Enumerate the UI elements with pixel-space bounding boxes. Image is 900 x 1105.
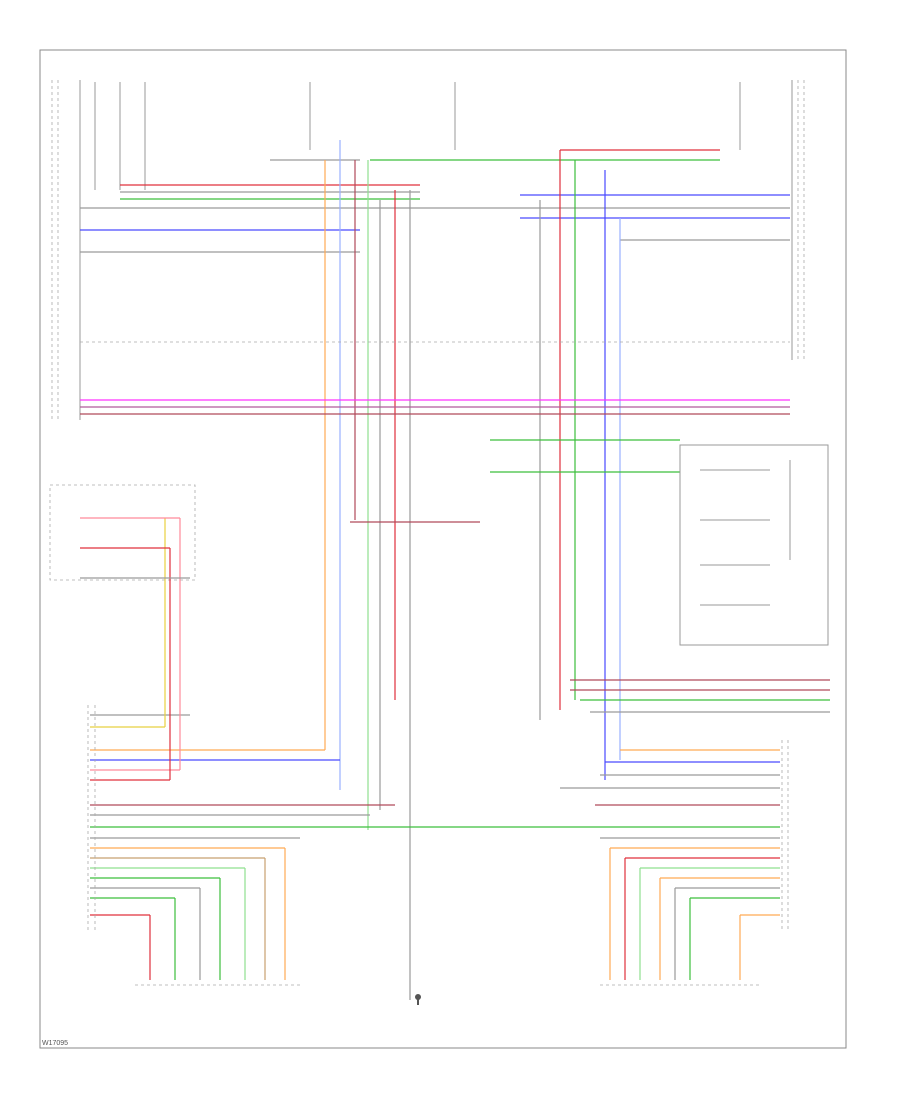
power-seat-switch-box xyxy=(679,444,829,646)
wire-group-top xyxy=(80,149,790,253)
diagram-frame xyxy=(39,49,847,1049)
wire-group-vertical xyxy=(324,140,621,1000)
wire-group-long xyxy=(80,341,830,713)
wire-group-right-ecu xyxy=(560,749,780,916)
left-mirror-wires xyxy=(149,848,286,980)
memory-switch-box xyxy=(49,484,196,780)
right-connector-column xyxy=(791,80,805,360)
top-fuse-groups xyxy=(94,82,741,190)
right-ecu-connector xyxy=(781,740,789,930)
footer-code: W17095 xyxy=(42,1040,68,1047)
ground-symbol xyxy=(415,994,421,1005)
wire-group-left-ecu xyxy=(90,714,780,916)
left-ecu-connector xyxy=(87,705,96,930)
left-connector-column xyxy=(51,80,81,420)
right-mirror-wires xyxy=(609,848,741,980)
